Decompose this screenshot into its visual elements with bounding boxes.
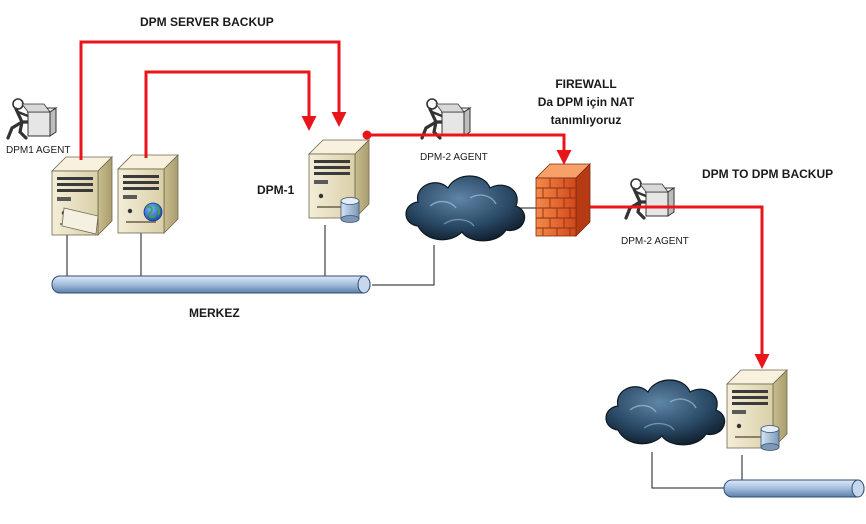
dpm1-agent-person-icon xyxy=(6,97,58,140)
database-icon-remote xyxy=(760,425,780,451)
label-firewall: FIREWALL xyxy=(555,77,616,91)
label-firewall-nat: Da DPM için NAT xyxy=(538,95,635,109)
dpm2-agent-person-icon xyxy=(420,97,472,140)
database-icon xyxy=(340,197,360,223)
globe-continents xyxy=(146,205,161,218)
dpm2-remote-server xyxy=(726,369,788,451)
label-dpm-to-dpm-backup: DPM TO DPM BACKUP xyxy=(702,167,833,181)
firewall xyxy=(535,163,591,237)
flow-origin-dot xyxy=(362,130,372,140)
dpm1-agent-server xyxy=(51,156,113,236)
merkez-bus xyxy=(51,275,371,294)
remote-cloud xyxy=(605,379,726,446)
dpm1-server xyxy=(308,139,370,223)
label-dpm1-agent: DPM1 AGENT xyxy=(6,145,70,156)
web-server xyxy=(117,154,179,234)
document-icon xyxy=(61,207,99,235)
remote-bus xyxy=(723,479,865,498)
label-firewall-nat-2: tanımlıyoruz xyxy=(551,113,622,127)
network-links xyxy=(66,207,743,489)
label-dpm2-agent-top: DPM-2 AGENT xyxy=(420,152,488,163)
label-dpm2-agent-right: DPM-2 AGENT xyxy=(621,236,689,247)
link-remote-cloud-to-bus xyxy=(651,452,724,489)
backup-flows xyxy=(79,40,770,369)
label-merkez: MERKEZ xyxy=(189,306,240,320)
dpm1-agent-backup-arrow xyxy=(144,70,317,158)
link-bus-to-cloud xyxy=(372,245,435,286)
dpm1-to-firewall-arrow xyxy=(367,133,572,165)
dpm-to-dpm-backup-arrow xyxy=(590,205,770,369)
dpm2-agent-right-person-icon xyxy=(624,177,676,220)
internet-cloud xyxy=(405,175,526,242)
label-dpm-1: DPM-1 xyxy=(257,183,295,197)
label-dpm-server-backup: DPM SERVER BACKUP xyxy=(140,15,274,29)
dpm-server-backup-arrow xyxy=(79,40,347,160)
